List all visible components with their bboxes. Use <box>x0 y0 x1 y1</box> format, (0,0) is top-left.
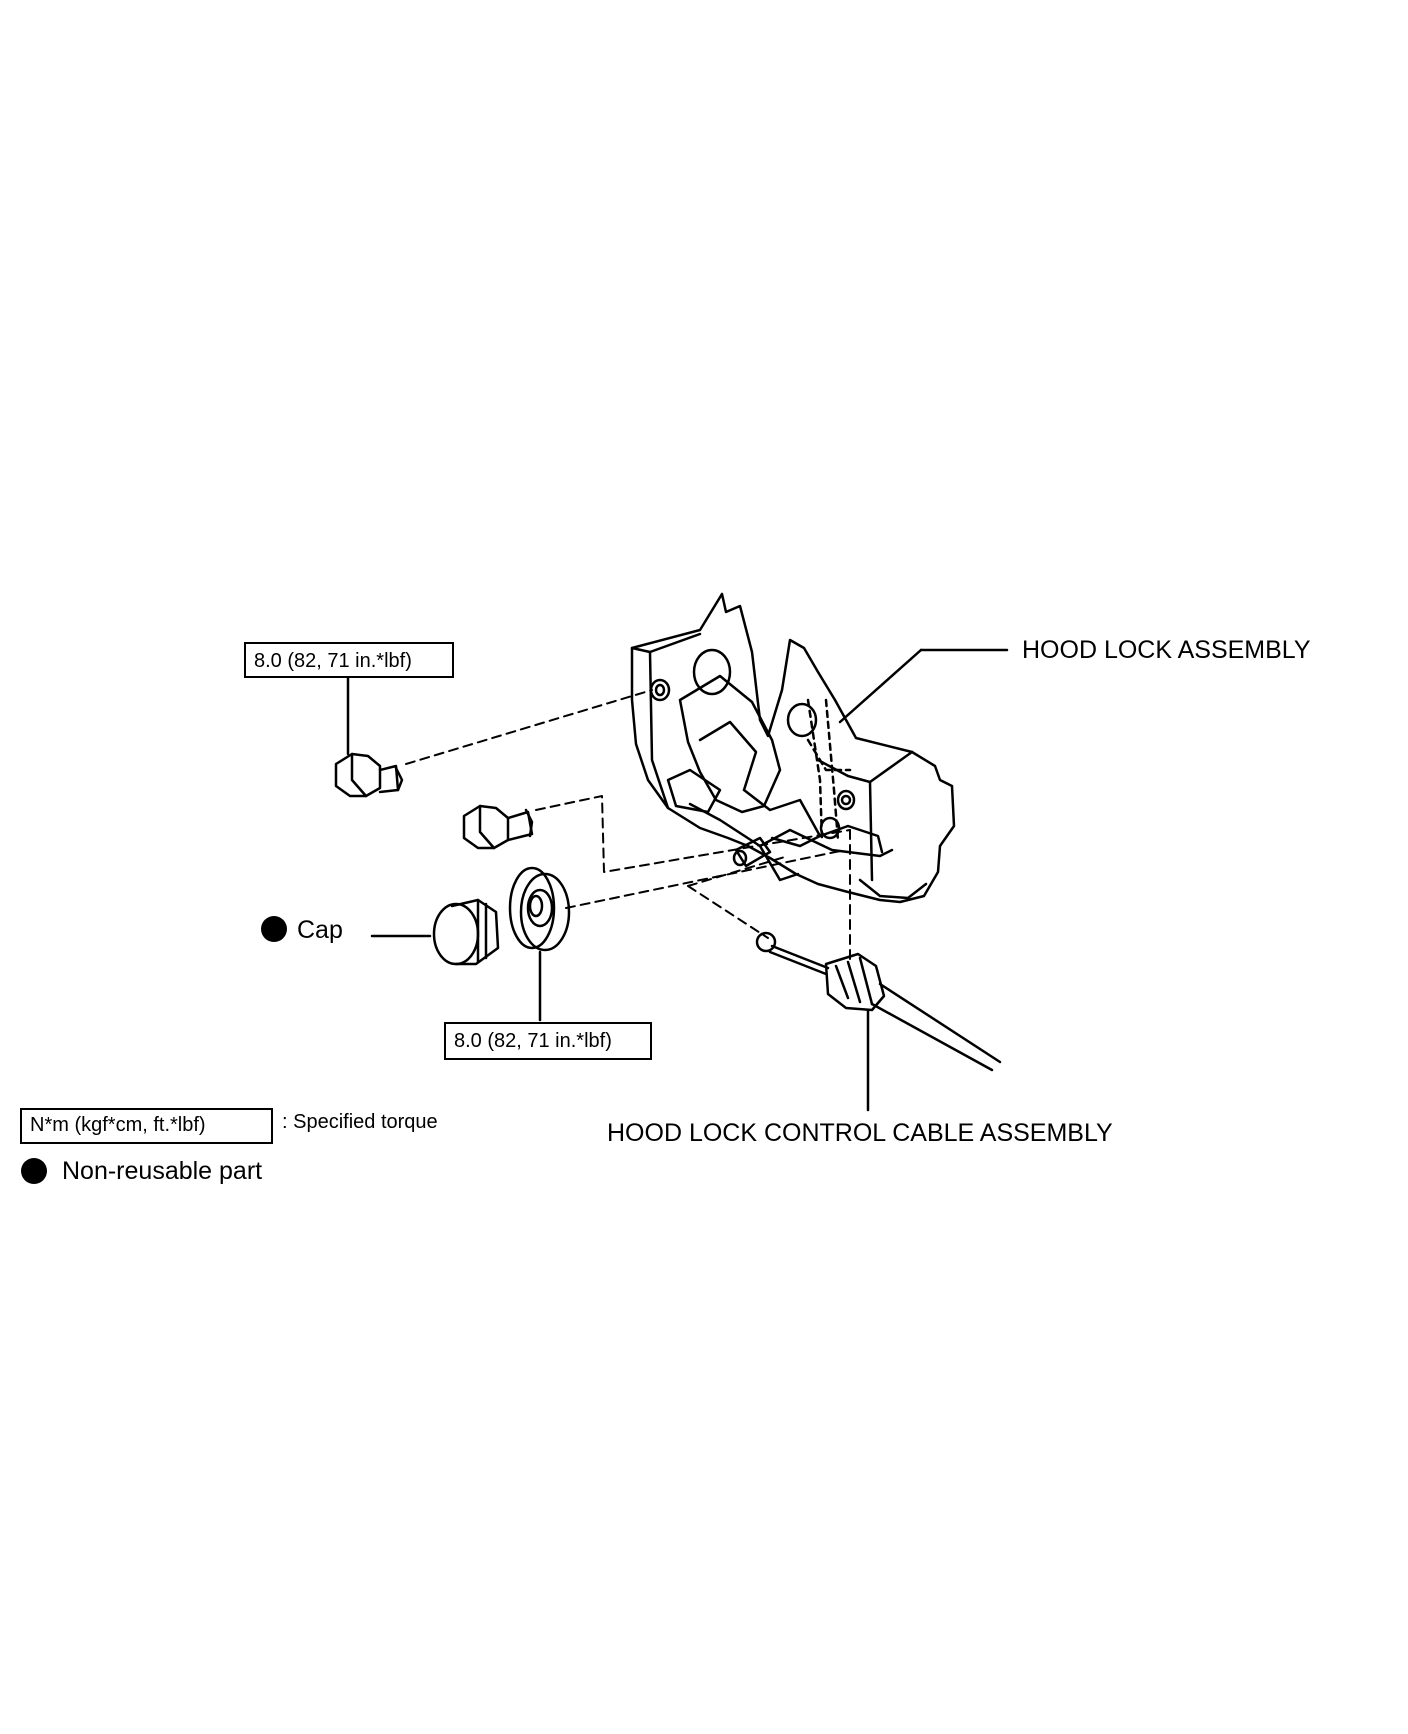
callout-hood-lock-control-cable-assembly: HOOD LOCK CONTROL CABLE ASSEMBLY <box>607 1119 1113 1147</box>
legend-torque-unit-box: N*m (kgf*cm, ft.*lbf) <box>20 1108 273 1144</box>
upper-bolt-drawing <box>334 752 404 798</box>
alignment-lines <box>405 689 851 961</box>
hood-lock-body-drawing <box>630 592 956 904</box>
legend-non-reusable-dot-icon <box>21 1158 47 1184</box>
washer-drawing <box>508 866 571 952</box>
legend-non-reusable-label: Non-reusable part <box>62 1157 263 1185</box>
cable-drawing <box>755 931 1002 1072</box>
callout-hood-lock-assembly: HOOD LOCK ASSEMBLY <box>1022 636 1311 664</box>
torque-spec-upper-bolt: 8.0 (82, 71 in.*lbf) <box>244 642 454 678</box>
middle-bolt-drawing <box>462 804 534 850</box>
leader-lines <box>346 648 1009 1112</box>
torque-spec-lower-bolt: 8.0 (82, 71 in.*lbf) <box>444 1022 652 1060</box>
callout-cap: Cap <box>297 916 343 944</box>
cap-drawing <box>432 898 500 966</box>
non-reusable-dot-icon <box>261 916 287 942</box>
legend-torque-description: : Specified torque <box>282 1111 438 1133</box>
